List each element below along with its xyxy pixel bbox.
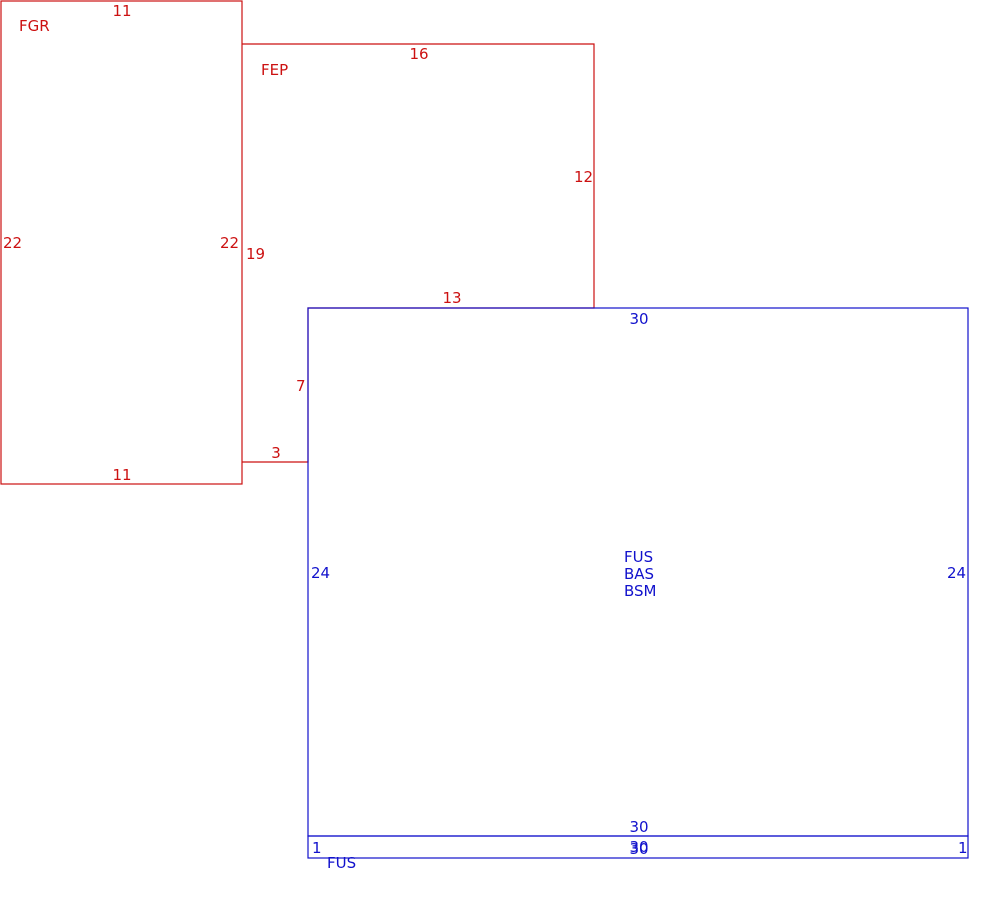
fgr-left-dimension: 22 (3, 234, 22, 252)
main-code-fus: FUS (624, 548, 653, 566)
strip-code-label: FUS (327, 854, 356, 872)
fgr-bottom-dimension: 11 (112, 466, 131, 484)
fgr-area: FGR 11 11 22 22 (0, 0, 243, 485)
fep-left-dimension: 19 (246, 245, 265, 263)
strip-right-dimension: 1 (958, 839, 968, 857)
main-left-dimension: 24 (311, 564, 330, 582)
fgr-right-dimension: 22 (220, 234, 239, 252)
fep-code-label: FEP (261, 61, 288, 79)
fgr-outline (0, 0, 243, 485)
fep-bottom-dimension: 13 (442, 289, 461, 307)
main-bottom-dimension: 30 (629, 818, 648, 836)
fgr-code-label: FGR (19, 17, 50, 35)
fep-right-dimension: 12 (574, 168, 593, 186)
fep-top-dimension: 16 (409, 45, 428, 63)
strip-left-dimension: 1 (312, 839, 322, 857)
fep-notch-vertical-dimension: 7 (296, 377, 306, 395)
main-top-dimension: 30 (629, 310, 648, 328)
fep-outline (242, 43, 595, 463)
strip-bottom-dimension: 30 (629, 840, 648, 858)
fgr-top-dimension: 11 (112, 2, 131, 20)
strip-outline (307, 835, 969, 859)
main-code-bsm: BSM (624, 582, 657, 600)
fep-area: FEP 16 12 13 19 7 3 (242, 43, 595, 463)
strip-top-dimension: 30 (629, 838, 648, 856)
main-area: 30 30 24 24 FUS BAS BSM (307, 307, 969, 837)
main-code-bas: BAS (624, 565, 654, 583)
strip-area: 30 30 1 1 FUS (307, 835, 969, 872)
fep-notch-horizontal-dimension: 3 (271, 444, 281, 462)
main-right-dimension: 24 (947, 564, 966, 582)
